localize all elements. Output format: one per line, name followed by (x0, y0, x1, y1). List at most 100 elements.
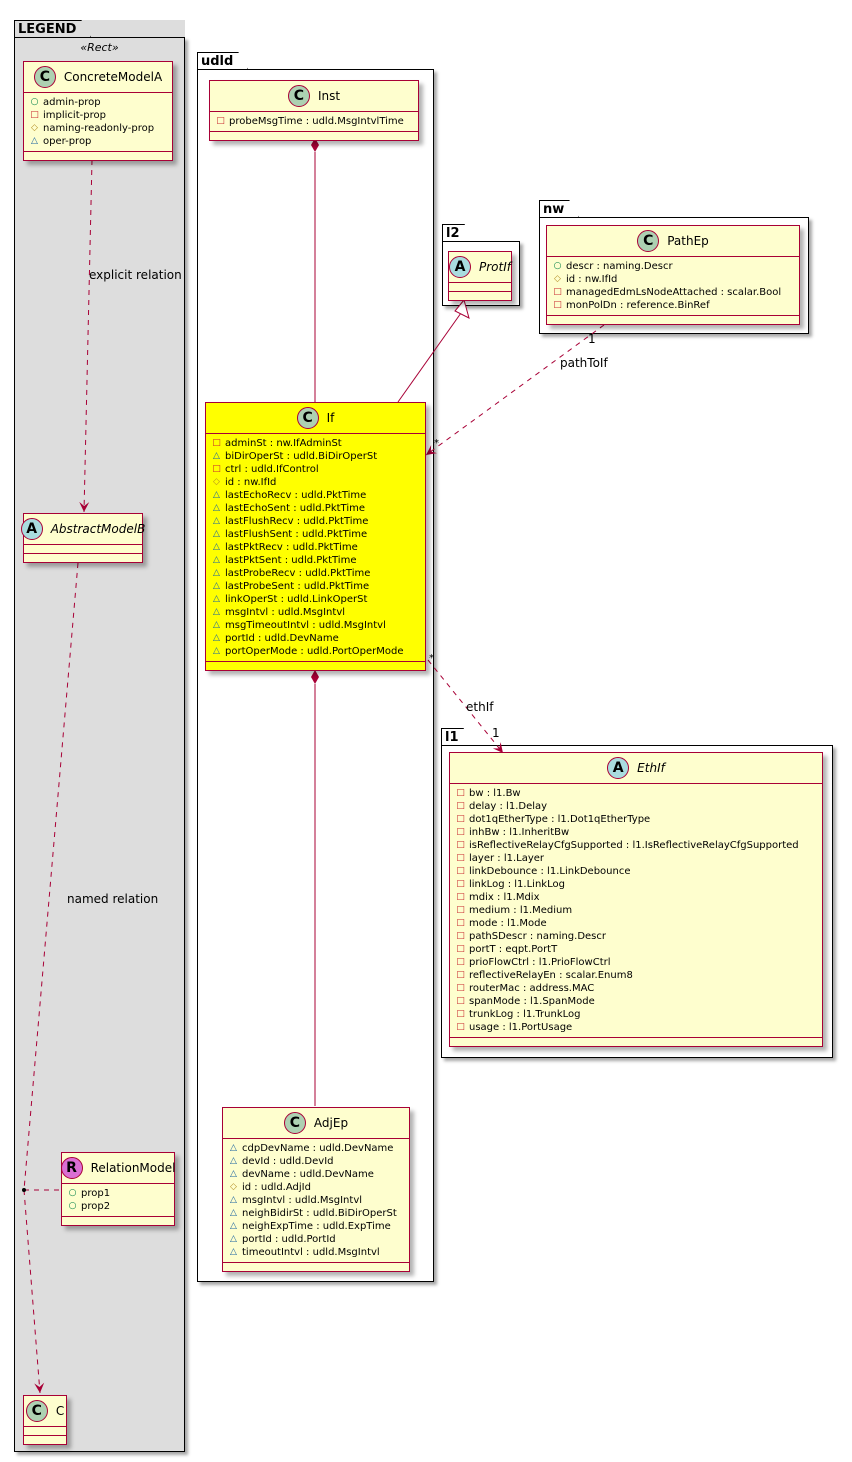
attribute-list (24, 545, 142, 554)
visibility-package-icon: △ (213, 594, 220, 604)
attribute-row: ○ admin-prop (30, 96, 166, 109)
attribute-list (24, 1427, 66, 1436)
attribute-text: admin-prop (43, 97, 101, 108)
attribute-row: □mdix : l1.Mdix (456, 891, 816, 904)
method-list (206, 662, 425, 670)
visibility-private-icon: □ (456, 788, 465, 798)
visibility-protected-icon: ◇ (230, 1182, 237, 1192)
attribute-row: △lastPktRecv : udld.PktTime (212, 541, 419, 554)
visibility-private-icon: □ (456, 970, 465, 980)
label-named-relation: named relation (67, 892, 159, 906)
attribute-text: portOperMode : udld.PortOperMode (225, 646, 404, 657)
attribute-text: mode : l1.Mode (469, 918, 547, 929)
method-list (450, 1038, 822, 1046)
attribute-row: △ timeoutIntvl : udld.MsgIntvl (229, 1246, 403, 1259)
visibility-private-icon: □ (456, 931, 465, 941)
attribute-row: △neighBidirSt : udld.BiDirOperSt (229, 1207, 403, 1220)
attribute-row: △linkOperSt : udld.LinkOperSt (212, 593, 419, 606)
attribute-row: □delay : l1.Delay (456, 800, 816, 813)
visibility-private-icon: □ (456, 814, 465, 824)
attribute-row: □prioFlowCtrl : l1.PrioFlowCtrl (456, 956, 816, 969)
attribute-text: msgTimeoutIntvl : udld.MsgIntvl (225, 620, 386, 631)
class-relationmodel[interactable]: R RelationModel ○prop1○prop2 (60, 1152, 176, 1226)
label-explicit-relation: explicit relation (89, 268, 182, 282)
visibility-package-icon: △ (213, 490, 220, 500)
attribute-row: △msgIntvl : udld.MsgIntvl (229, 1194, 403, 1207)
class-badge-icon: C (25, 1400, 48, 1422)
method-list (62, 1217, 174, 1225)
class-badge-icon: C (637, 230, 660, 252)
attribute-row: □probeMsgTime : udld.MsgIntvlTime (216, 115, 412, 128)
visibility-private-icon: □ (456, 905, 465, 915)
method-list (24, 554, 142, 562)
abstract-class-badge-icon: A (607, 757, 630, 779)
class-name: RelationModel (90, 1161, 176, 1175)
visibility-package-icon: △ (230, 1221, 237, 1231)
attribute-row: □medium : l1.Medium (456, 904, 816, 917)
attribute-row: △lastPktSent : udld.PktTime (212, 554, 419, 567)
attribute-list: ○descr : naming.Descr◇id : nw.IfId□manag… (547, 257, 799, 316)
visibility-package-icon: △ (31, 136, 38, 146)
visibility-public-icon: ○ (30, 97, 39, 107)
attribute-text: usage : l1.PortUsage (469, 1022, 573, 1033)
attribute-row: △msgIntvl : udld.MsgIntvl (212, 606, 419, 619)
attribute-text: spanMode : l1.SpanMode (469, 996, 595, 1007)
visibility-package-icon: △ (213, 646, 220, 656)
attribute-text: portId : udld.DevName (225, 633, 339, 644)
mult-pathtoif-from: 1 (588, 332, 596, 346)
attribute-text: lastProbeRecv : udld.PktTime (225, 568, 371, 579)
attribute-row: △ portOperMode : udld.PortOperMode (212, 645, 419, 658)
attribute-row: ◇id : udld.AdjId (229, 1181, 403, 1194)
attribute-text: lastPktRecv : udld.PktTime (225, 542, 358, 553)
attribute-text: probeMsgTime : udld.MsgIntvlTime (229, 116, 404, 127)
visibility-package-icon: △ (230, 1247, 237, 1257)
visibility-public-icon: ○ (553, 261, 562, 271)
visibility-private-icon: □ (212, 464, 221, 474)
edge-named-relation-tail (23, 1189, 45, 1394)
attribute-text: trunkLog : l1.TrunkLog (469, 1009, 581, 1020)
attribute-row: □routerMac : address.MAC (456, 982, 816, 995)
attribute-row: □linkDebounce : l1.LinkDebounce (456, 865, 816, 878)
attribute-text: timeoutIntvl : udld.MsgIntvl (242, 1247, 380, 1258)
attribute-row: ◇naming-readonly-prop (30, 122, 166, 135)
visibility-package-icon: △ (213, 568, 220, 578)
attribute-text: neighBidirSt : udld.BiDirOperSt (242, 1208, 397, 1219)
attribute-text: delay : l1.Delay (469, 801, 548, 812)
relation-junction-dot (22, 1188, 26, 1192)
attribute-list: ○prop1○prop2 (62, 1184, 174, 1217)
visibility-package-icon: △ (213, 633, 220, 643)
relation-badge-icon: R (60, 1157, 83, 1179)
legend-stereotype: «Rect» (80, 41, 119, 54)
visibility-private-icon: □ (456, 840, 465, 850)
attribute-row: △ portId : udld.DevName (212, 632, 419, 645)
class-name: ConcreteModelA (63, 70, 163, 84)
visibility-protected-icon: ◇ (554, 274, 561, 284)
visibility-private-icon: □ (456, 983, 465, 993)
attribute-list: □probeMsgTime : udld.MsgIntvlTime (210, 112, 418, 132)
edge-if-protif-inheritance (397, 312, 462, 403)
visibility-private-icon: □ (456, 996, 465, 1006)
attribute-row: △oper-prop (30, 135, 166, 148)
composition-diamond-inst (311, 138, 319, 152)
attribute-row: △lastFlushSent : udld.PktTime (212, 528, 419, 541)
attribute-row: □layer : l1.Layer (456, 852, 816, 865)
class-name: ProtIf (479, 260, 511, 274)
attribute-text: msgIntvl : udld.MsgIntvl (242, 1195, 363, 1206)
attribute-text: monPolDn : reference.BinRef (566, 300, 710, 311)
attribute-text: linkLog : l1.LinkLog (469, 879, 565, 890)
visibility-package-icon: △ (213, 503, 220, 513)
